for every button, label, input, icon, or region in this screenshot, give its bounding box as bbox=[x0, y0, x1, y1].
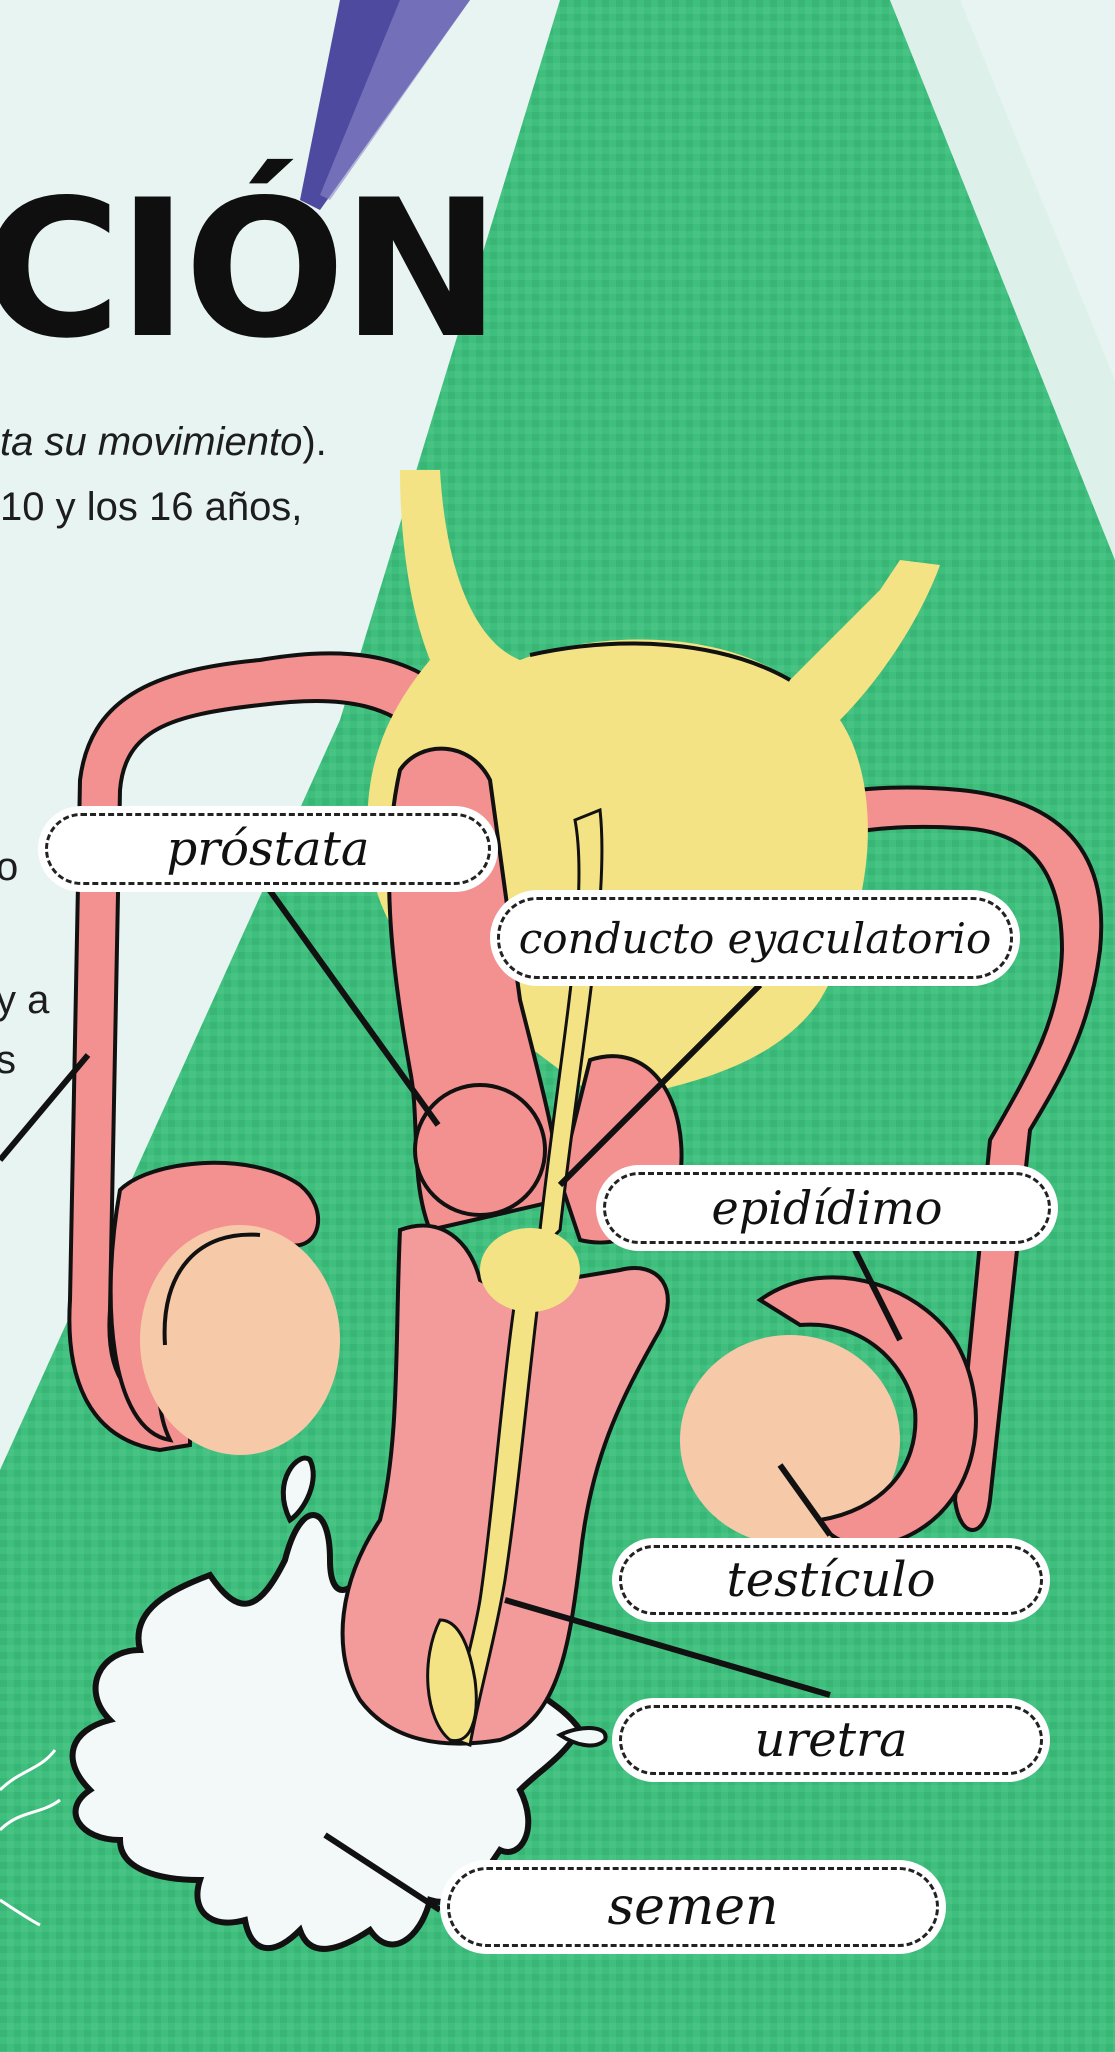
label-testiculo-text: testículo bbox=[726, 1552, 935, 1608]
urethra-bulb-shape bbox=[480, 1228, 580, 1312]
label-semen-text: semen bbox=[607, 1877, 778, 1937]
label-semen: semen bbox=[440, 1860, 946, 1954]
label-prostata-text: próstata bbox=[166, 821, 369, 877]
label-testiculo: testículo bbox=[612, 1538, 1050, 1622]
side-fragment-a: o bbox=[0, 845, 18, 890]
label-epididimo-text: epidídimo bbox=[711, 1181, 942, 1235]
label-conducto-eyaculatorio: conducto eyaculatorio bbox=[490, 890, 1020, 986]
intro-line-1-end: ). bbox=[302, 420, 326, 464]
side-fragment-c: s bbox=[0, 1038, 16, 1083]
intro-line-1-italic: ta su movimiento bbox=[0, 420, 302, 464]
prostate-gland-shape bbox=[415, 1085, 545, 1215]
label-conducto-text: conducto eyaculatorio bbox=[519, 914, 991, 963]
left-testicle-shape bbox=[140, 1225, 340, 1455]
label-epididimo: epidídimo bbox=[596, 1165, 1058, 1251]
page-title: CIÓN bbox=[0, 175, 497, 365]
intro-line-2: 10 y los 16 años, bbox=[0, 485, 302, 530]
side-fragment-b: y a bbox=[0, 978, 49, 1023]
intro-line-1: ta su movimiento). bbox=[0, 420, 327, 465]
label-uretra-text: uretra bbox=[754, 1712, 907, 1768]
label-uretra: uretra bbox=[612, 1698, 1050, 1782]
label-prostata: próstata bbox=[38, 806, 498, 892]
